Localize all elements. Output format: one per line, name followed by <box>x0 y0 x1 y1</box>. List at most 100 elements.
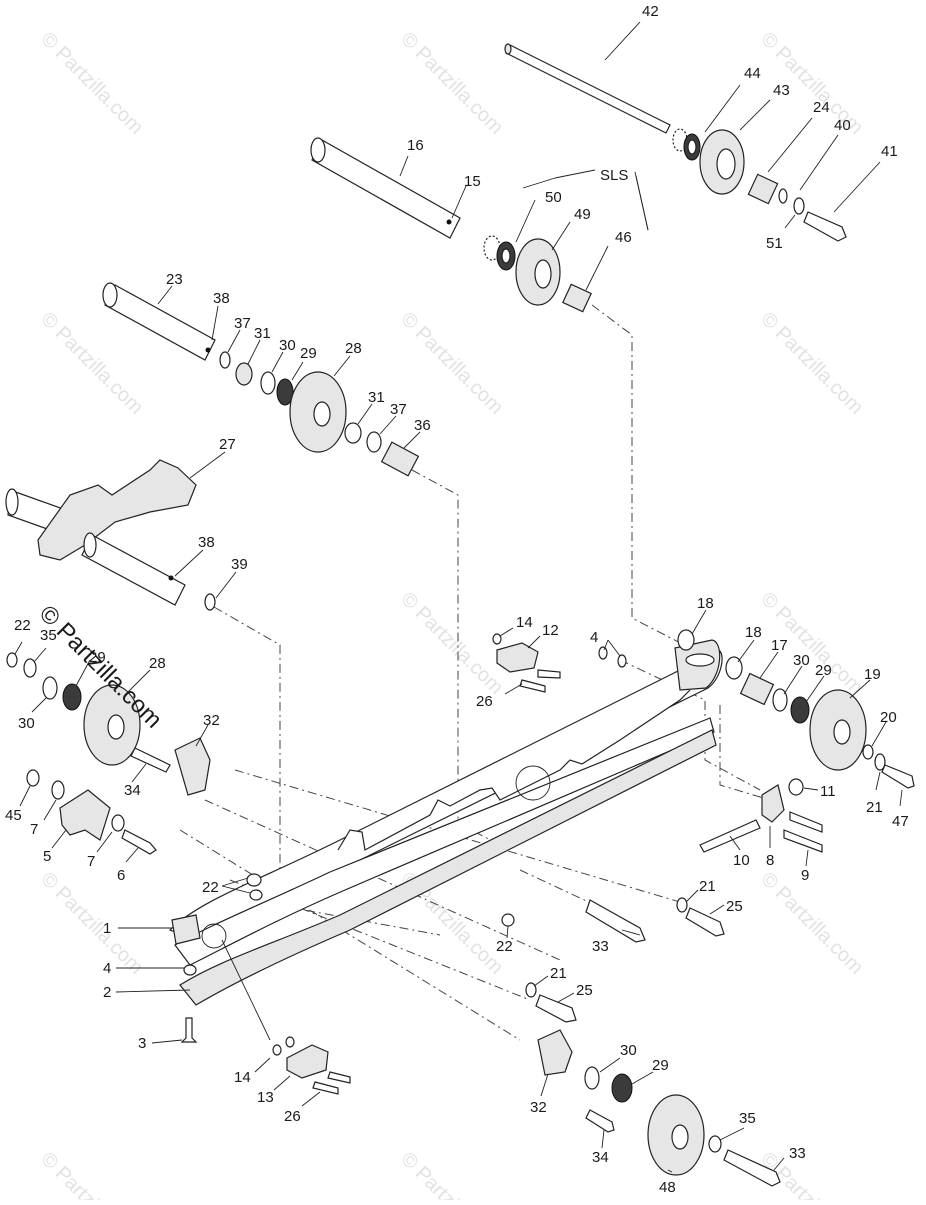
part-callout[interactable]: 24 <box>813 99 830 116</box>
shaft-end <box>102 282 118 308</box>
leader-line <box>51 829 67 849</box>
part-callout[interactable]: 20 <box>880 709 897 726</box>
part-callout[interactable]: 35 <box>40 627 57 644</box>
part-callout[interactable]: 28 <box>149 655 166 672</box>
part-callout[interactable]: 32 <box>203 712 220 729</box>
part-callout[interactable]: 16 <box>407 137 424 154</box>
part-callout[interactable]: 25 <box>726 898 743 915</box>
part-callout[interactable]: 22 <box>202 879 219 896</box>
part-callout[interactable]: 29 <box>815 662 832 679</box>
part-callout[interactable]: 1 <box>103 920 111 937</box>
part-callout[interactable]: 41 <box>881 143 898 160</box>
bearing <box>611 1073 633 1103</box>
part-callout[interactable]: 18 <box>697 595 714 612</box>
part-callout[interactable]: 12 <box>542 622 559 639</box>
part-callout[interactable]: 30 <box>279 337 296 354</box>
leader-line <box>621 929 641 936</box>
bolt <box>535 994 577 1023</box>
part-callout[interactable]: 30 <box>620 1042 637 1059</box>
part-callout[interactable]: 7 <box>87 853 95 870</box>
shaft-end <box>83 532 97 558</box>
screw <box>312 1081 339 1095</box>
bearing-bore <box>501 248 511 264</box>
part-callout[interactable]: 50 <box>545 189 562 206</box>
part-callout[interactable]: 11 <box>820 783 836 800</box>
part-callout[interactable]: 36 <box>414 417 431 434</box>
washer <box>793 197 805 215</box>
upper-rear-axle-assembly <box>102 282 420 477</box>
leader-line <box>43 799 57 821</box>
shaft <box>311 139 461 239</box>
part-callout[interactable]: 22 <box>14 617 31 634</box>
rail-slider <box>179 729 717 1006</box>
leader-line <box>333 355 351 377</box>
part-callout[interactable]: 38 <box>213 290 230 307</box>
part-callout[interactable]: 29 <box>89 649 106 666</box>
part-callout[interactable]: 34 <box>592 1149 609 1166</box>
part-callout[interactable]: 28 <box>345 340 362 357</box>
part-callout[interactable]: 31 <box>254 325 271 342</box>
part-callout[interactable]: 21 <box>550 965 567 982</box>
part-callout[interactable]: 8 <box>766 852 774 869</box>
leader-line <box>603 639 621 657</box>
part-callout[interactable]: 29 <box>300 345 317 362</box>
part-callout[interactable]: 48 <box>659 1179 676 1196</box>
leader-line <box>685 889 699 903</box>
part-callout[interactable]: 32 <box>530 1099 547 1116</box>
part-callout[interactable]: 3 <box>138 1035 146 1052</box>
part-callout[interactable]: 10 <box>733 852 750 869</box>
part-callout[interactable]: 26 <box>476 693 493 710</box>
leader-line <box>195 724 209 747</box>
part-callout[interactable]: 7 <box>30 821 38 838</box>
part-callout[interactable]: 23 <box>166 271 183 288</box>
part-callout[interactable]: 34 <box>124 782 141 799</box>
part-callout[interactable]: 49 <box>574 206 591 223</box>
part-callout[interactable]: 37 <box>234 315 251 332</box>
part-callout[interactable]: 43 <box>773 82 790 99</box>
leader-line <box>399 155 409 177</box>
part-callout[interactable]: 27 <box>219 436 236 453</box>
leader-line <box>515 199 536 243</box>
part-callout[interactable]: 37 <box>390 401 407 418</box>
leader-line <box>805 849 809 867</box>
part-callout[interactable]: 6 <box>117 867 125 884</box>
part-callout[interactable]: 51 <box>766 235 783 252</box>
part-callout[interactable]: 29 <box>652 1057 669 1074</box>
part-callout[interactable]: 40 <box>834 117 851 134</box>
part-callout[interactable]: 35 <box>739 1110 756 1127</box>
part-callout[interactable]: 45 <box>5 807 22 824</box>
idler-wheel-hub <box>534 259 552 289</box>
part-callout[interactable]: 30 <box>793 652 810 669</box>
part-callout[interactable]: 33 <box>789 1145 806 1162</box>
part-callout[interactable]: 9 <box>801 867 809 884</box>
part-callout[interactable]: 4 <box>590 629 598 646</box>
part-callout[interactable]: 21 <box>699 878 716 895</box>
nut <box>26 769 40 787</box>
part-callout[interactable]: 33 <box>592 938 609 955</box>
part-callout[interactable]: 15 <box>464 173 481 190</box>
part-callout[interactable]: 39 <box>231 556 248 573</box>
leader-line <box>533 975 549 987</box>
part-callout[interactable]: 5 <box>43 848 51 865</box>
slider-block-upper <box>492 633 561 693</box>
part-callout[interactable]: 30 <box>18 715 35 732</box>
assembly-line <box>229 879 531 1001</box>
part-callout[interactable]: 47 <box>892 813 909 830</box>
part-callout[interactable]: 44 <box>744 65 761 82</box>
part-callout[interactable]: 21 <box>866 799 883 816</box>
part-callout[interactable]: 26 <box>284 1108 301 1125</box>
part-callout[interactable]: 22 <box>496 938 513 955</box>
part-callout[interactable]: 31 <box>368 389 385 406</box>
part-callout[interactable]: 18 <box>745 624 762 641</box>
part-callout[interactable]: 19 <box>864 666 881 683</box>
part-callout[interactable]: 42 <box>642 3 659 20</box>
part-callout[interactable]: 4 <box>103 960 111 977</box>
part-callout[interactable]: 25 <box>576 982 593 999</box>
part-callout[interactable]: 2 <box>103 984 111 1001</box>
part-callout[interactable]: 46 <box>615 229 632 246</box>
part-callout[interactable]: 38 <box>198 534 215 551</box>
part-callout[interactable]: 17 <box>771 637 788 654</box>
part-callout[interactable]: 14 <box>234 1069 251 1086</box>
part-callout[interactable]: 14 <box>516 614 533 631</box>
part-callout[interactable]: 13 <box>257 1089 274 1106</box>
